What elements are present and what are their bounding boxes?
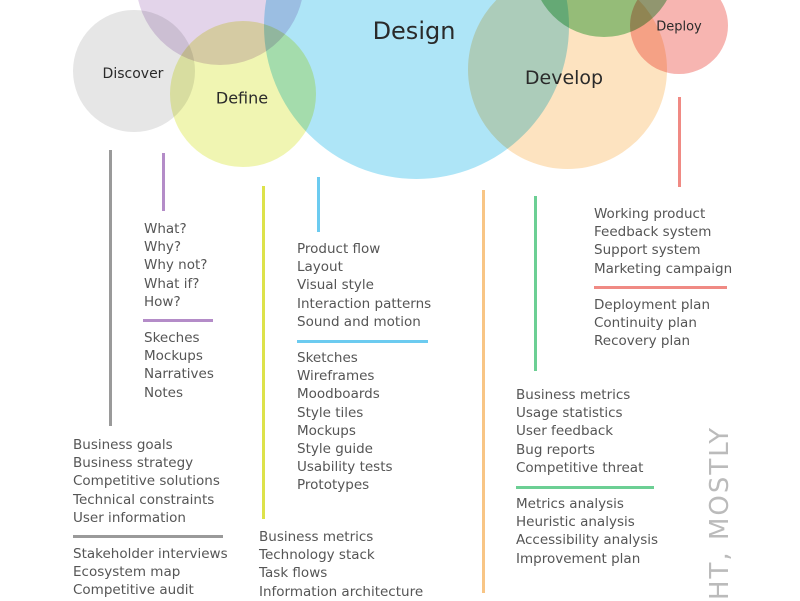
list-item: Business metrics <box>516 387 631 403</box>
develop-divider <box>516 486 654 489</box>
define-divider <box>143 319 213 322</box>
list-item: Usage statistics <box>516 405 623 422</box>
discover-label: Discover <box>102 66 164 82</box>
deploy-line <box>678 97 681 187</box>
list-item: Moodboards <box>297 386 380 403</box>
deploy-circle <box>630 0 728 74</box>
list-item: Narratives <box>144 366 214 383</box>
discover-outputs-list: Stakeholder interviews Ecosystem map Com… <box>73 545 228 600</box>
discover-divider <box>73 535 223 538</box>
list-item: User information <box>73 509 186 526</box>
list-item: Accessibility analysis <box>516 532 659 549</box>
list-item: Competitive solutions <box>73 473 220 490</box>
list-item: Recovery plan <box>594 333 691 350</box>
list-item: User feedback <box>516 423 614 440</box>
list-item: Why not? <box>144 257 208 274</box>
discover-inputs-list: Business goals Business strategy Competi… <box>73 436 220 527</box>
discover-line <box>109 150 112 426</box>
list-item: Task flows <box>259 565 328 582</box>
design-line <box>317 177 320 232</box>
side-caption: HT, MOSTLY <box>705 425 735 600</box>
deploy-outputs-list: Working product Feedback system Support … <box>594 205 732 278</box>
list-item: Style guide <box>297 441 373 458</box>
list-item: Skeches <box>144 330 200 346</box>
list-item: Technology stack <box>259 547 375 564</box>
list-item: Prototypes <box>297 477 370 494</box>
list-item: Information architecture <box>259 583 424 600</box>
list-item: Usability tests <box>297 459 393 476</box>
list-item: Improvement plan <box>516 550 641 567</box>
list-item: Metrics analysis <box>516 496 624 512</box>
design-topics-list: Product flow Layout Visual style Interac… <box>297 240 431 331</box>
list-item: Product flow <box>297 241 381 257</box>
develop-outputs-list: Metrics analysis Heuristic analysis Acce… <box>516 495 658 568</box>
define-line <box>262 186 265 519</box>
list-item: Support system <box>594 242 701 259</box>
purple-line <box>162 153 165 211</box>
list-item: Business goals <box>73 437 173 453</box>
list-item: Heuristic analysis <box>516 514 635 531</box>
list-item: Deployment plan <box>594 297 711 313</box>
list-item: Interaction patterns <box>297 295 432 312</box>
list-item: Bug reports <box>516 441 595 458</box>
develop-line <box>482 190 485 593</box>
design-inputs-list: Business metrics Technology stack Task f… <box>259 528 423 601</box>
list-item: Visual style <box>297 277 374 294</box>
define-label: Define <box>215 88 269 108</box>
list-item: Layout <box>297 259 343 276</box>
list-item: Marketing campaign <box>594 260 733 277</box>
list-item: Sketches <box>297 350 358 366</box>
develop-label: Develop <box>524 67 604 89</box>
list-item: Sound and motion <box>297 313 421 330</box>
list-item: Business metrics <box>259 529 374 545</box>
list-item: Wireframes <box>297 368 375 385</box>
green-line <box>534 196 537 371</box>
list-item: Mockups <box>144 348 203 365</box>
list-item: Technical constraints <box>73 491 215 508</box>
define-questions-list: What? Why? Why not? What if? How? <box>144 220 207 311</box>
develop-inputs-list: Business metrics Usage statistics User f… <box>516 386 643 477</box>
deploy-divider <box>594 286 727 289</box>
deploy-label: Deploy <box>656 19 702 35</box>
list-item: Continuity plan <box>594 315 697 332</box>
list-item: Feedback system <box>594 224 712 241</box>
design-label: Design <box>372 17 456 45</box>
define-outputs-list: Skeches Mockups Narratives Notes <box>144 329 214 402</box>
list-item: Mockups <box>297 422 356 439</box>
list-item: Style tiles <box>297 404 364 421</box>
list-item: What if? <box>144 275 200 292</box>
list-item: Notes <box>144 384 183 401</box>
list-item: Why? <box>144 239 182 256</box>
list-item: How? <box>144 293 181 310</box>
design-outputs-list: Sketches Wireframes Moodboards Style til… <box>297 349 393 495</box>
design-divider <box>297 340 428 343</box>
list-item: What? <box>144 221 187 237</box>
deploy-plans-list: Deployment plan Continuity plan Recovery… <box>594 296 710 351</box>
list-item: Stakeholder interviews <box>73 546 228 562</box>
list-item: Working product <box>594 206 706 222</box>
list-item: Competitive threat <box>516 459 644 476</box>
list-item: Competitive audit <box>73 582 194 599</box>
list-item: Business strategy <box>73 455 194 472</box>
list-item: Ecosystem map <box>73 564 181 581</box>
